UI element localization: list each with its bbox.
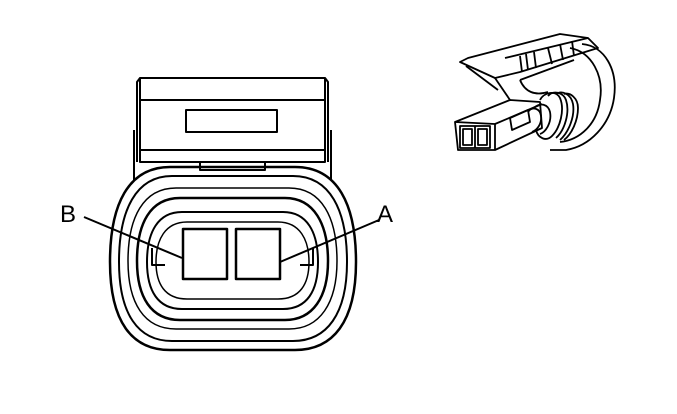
leader-line-a: [279, 219, 380, 263]
terminal-cavity-b: [181, 227, 229, 281]
leader-line-b: [83, 216, 183, 259]
pin-b-label: B: [60, 201, 76, 228]
oval-body: [108, 165, 358, 352]
latch-housing: [133, 77, 332, 180]
terminal-cavity-a: [234, 227, 282, 281]
pin-a-label: A: [377, 201, 393, 228]
connector-isometric-view: [454, 33, 616, 151]
